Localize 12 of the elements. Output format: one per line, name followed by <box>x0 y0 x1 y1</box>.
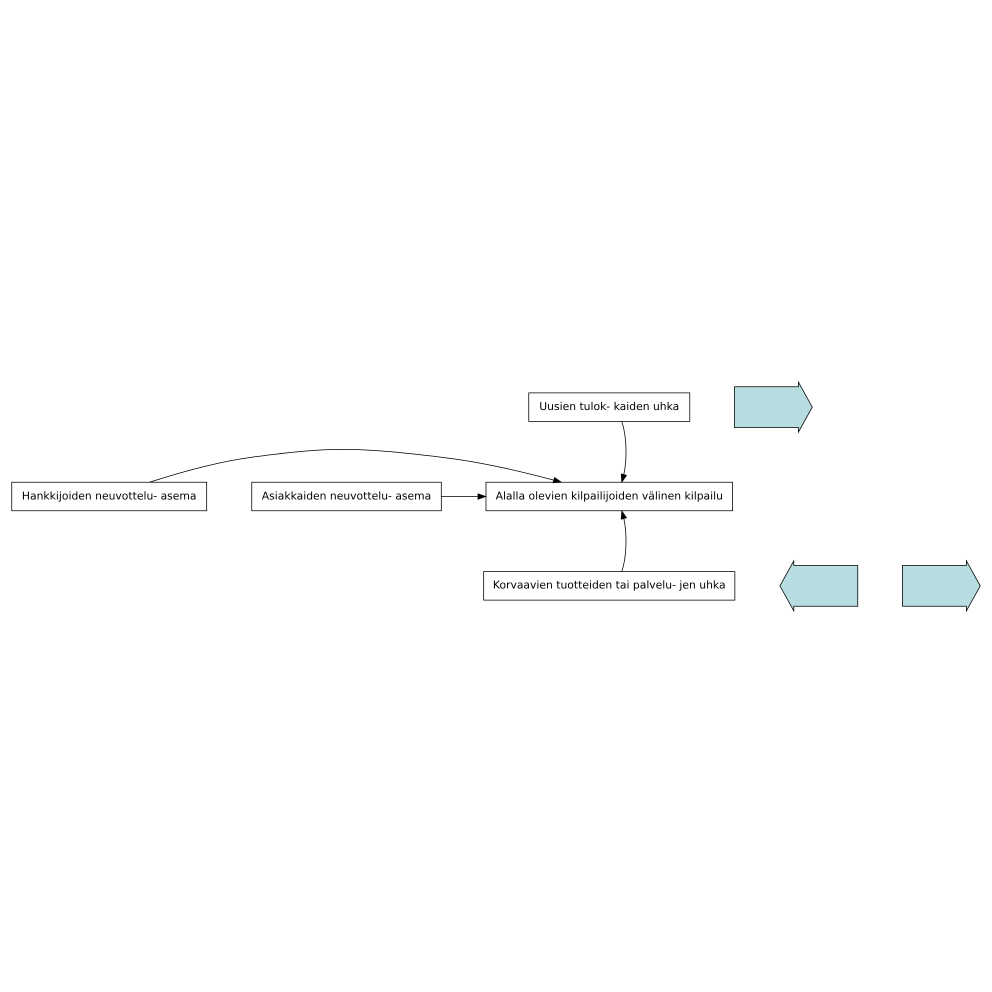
node-box: Asiakkaiden neuvottelu- asema <box>251 481 442 511</box>
node-arrow <box>779 558 858 612</box>
node-arrow <box>902 558 981 612</box>
node-box: Alalla olevien kilpailijoiden välinen kilpailu <box>486 481 733 511</box>
arrow <box>149 448 562 483</box>
node-box: Uusien tulok- kaiden uhka <box>528 392 690 422</box>
arrow <box>441 492 487 500</box>
node-arrow <box>734 380 813 434</box>
node-box: Korvaavien tuotteiden tai palvelu- jen uhka <box>483 570 736 600</box>
arrow <box>620 509 628 572</box>
node-box: Hankkijoiden neuvottelu- asema <box>11 481 208 511</box>
arrow <box>620 420 628 483</box>
